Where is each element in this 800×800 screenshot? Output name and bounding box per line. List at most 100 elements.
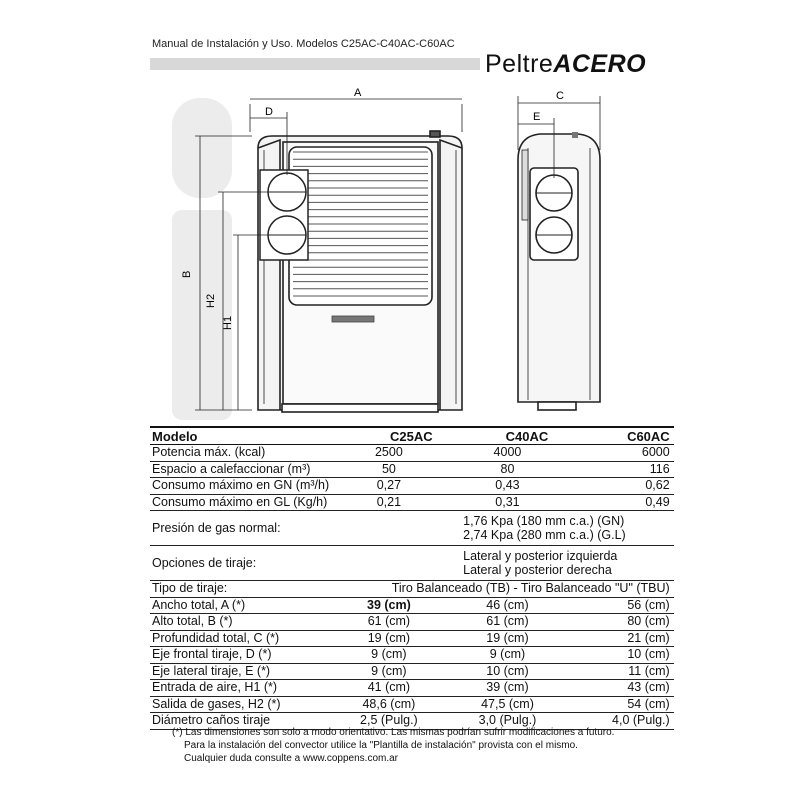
table-row: Entrada de aire, H1 (*)41 (cm)39 (cm)43 … xyxy=(150,679,674,697)
table-row: Salida de gases, H2 (*)48,6 (cm)47,5 (cm… xyxy=(150,696,674,713)
cell-c40: 19 (cm) xyxy=(446,630,569,647)
cell-c25: 39 (cm) xyxy=(331,597,447,614)
cell-c60: 80 (cm) xyxy=(568,613,674,631)
row-label: Potencia máx. (kcal) xyxy=(150,444,332,462)
cell-c25: 50 xyxy=(331,461,447,478)
cell-c25: 9 (cm) xyxy=(331,663,447,680)
cell-c25: 0,21 xyxy=(331,494,447,511)
row-label: Eje frontal tiraje, D (*) xyxy=(150,646,332,664)
cell-c25: 2500 xyxy=(331,444,447,462)
cell-c40: 46 (cm) xyxy=(446,597,569,614)
manual-title: Manual de Instalación y Uso. Modelos C25… xyxy=(152,38,455,50)
draft-options-row: Opciones de tiraje: Lateral y posterior … xyxy=(150,545,674,581)
front-draft-pipes xyxy=(259,169,309,261)
row-label: Salida de gases, H2 (*) xyxy=(150,696,332,713)
heater-diagram: A D B H2 H1 C E xyxy=(172,87,601,420)
row-label: Consumo máximo en GL (Kg/h) xyxy=(150,494,332,511)
brand-logo: PeltreACERO xyxy=(485,50,646,79)
header-rule xyxy=(150,58,480,70)
cell-c60: 4,0 (Pulg.) xyxy=(568,712,674,730)
header-model: Modelo xyxy=(150,426,332,445)
dim-label-e: E xyxy=(533,111,540,123)
gas-pressure-row: Presión de gas normal: 1,76 Kpa (180 mm … xyxy=(150,510,674,546)
cell-c40: 0,43 xyxy=(446,477,569,495)
cell-c40: 10 (cm) xyxy=(446,663,569,680)
cell-c40: 47,5 (cm) xyxy=(446,696,569,713)
cell-c60: 11 (cm) xyxy=(568,663,674,680)
cell-c60: 21 (cm) xyxy=(568,630,674,647)
cell-c60: 56 (cm) xyxy=(568,597,674,614)
front-grille xyxy=(293,151,428,297)
dim-label-b: B xyxy=(181,271,193,278)
footnote: (*) Las dimensiones son solo a modo orie… xyxy=(172,726,614,765)
cell-c25: 19 (cm) xyxy=(331,630,447,647)
header-c25: C25AC xyxy=(331,426,447,445)
header-c60: C60AC xyxy=(568,426,674,445)
cell-c40: 0,31 xyxy=(446,494,569,511)
row-label: Diámetro caños tiraje xyxy=(150,712,332,730)
draft-type-label: Tipo de tiraje: xyxy=(150,580,332,598)
brand-name-b: ACERO xyxy=(553,50,647,78)
cell-c60: 10 (cm) xyxy=(568,646,674,664)
dim-label-a: A xyxy=(354,87,362,99)
gas-pressure-values: 1,76 Kpa (180 mm c.a.) (GN) 2,74 Kpa (28… xyxy=(331,510,674,546)
row-label: Ancho total, A (*) xyxy=(150,597,332,614)
cell-c60: 54 (cm) xyxy=(568,696,674,713)
draft-type-row: Tipo de tiraje: Tiro Balanceado (TB) - T… xyxy=(150,580,674,598)
cell-c25: 61 (cm) xyxy=(331,613,447,631)
row-label: Espacio a calefaccionar (m³) xyxy=(150,461,332,478)
row-label: Alto total, B (*) xyxy=(150,613,332,631)
cell-c40: 61 (cm) xyxy=(446,613,569,631)
row-label: Eje lateral tiraje, E (*) xyxy=(150,663,332,680)
dim-label-h2: H2 xyxy=(205,294,217,308)
cell-c25: 41 (cm) xyxy=(331,679,447,697)
table-row: Eje lateral tiraje, E (*)9 (cm)10 (cm)11… xyxy=(150,663,674,680)
front-view xyxy=(257,130,463,413)
footnote-line-1: (*) Las dimensiones son solo a modo orie… xyxy=(172,727,615,738)
cell-c40: 9 (cm) xyxy=(446,646,569,664)
cell-c60: 0,49 xyxy=(568,494,674,511)
footnote-line-2: Para la instalación del convector utilic… xyxy=(184,740,578,751)
footnote-line-3: Cualquier duda consulte a www.coppens.co… xyxy=(184,753,399,764)
cell-c60: 116 xyxy=(568,461,674,478)
dim-label-h1: H1 xyxy=(222,316,234,330)
table-row: Ancho total, A (*)39 (cm)46 (cm)56 (cm) xyxy=(150,597,674,614)
dim-label-d: D xyxy=(265,106,273,118)
gas-pressure-gn: 1,76 Kpa (180 mm c.a.) (GN) xyxy=(463,514,625,528)
row-label: Entrada de aire, H1 (*) xyxy=(150,679,332,697)
spec-table: Modelo C25AC C40AC C60AC Potencia máx. (… xyxy=(150,426,674,730)
brand-name-a: Peltre xyxy=(485,50,554,78)
draft-options-label: Opciones de tiraje: xyxy=(150,545,332,581)
row-label: Consumo máximo en GN (m³/h) xyxy=(150,477,332,495)
table-row: Profundidad total, C (*)19 (cm)19 (cm)21… xyxy=(150,630,674,647)
background-watermark xyxy=(172,98,232,420)
cell-c60: 0,62 xyxy=(568,477,674,495)
header-c40: C40AC xyxy=(446,426,569,445)
table-row: Alto total, B (*)61 (cm)61 (cm)80 (cm) xyxy=(150,613,674,631)
cell-c40: 3,0 (Pulg.) xyxy=(446,712,569,730)
row-label: Profundidad total, C (*) xyxy=(150,630,332,647)
cell-c40: 4000 xyxy=(446,444,569,462)
side-dimension-lines xyxy=(517,96,601,178)
cell-c25: 2,5 (Pulg.) xyxy=(331,712,447,730)
gas-pressure-gl: 2,74 Kpa (280 mm c.a.) (G.L) xyxy=(463,528,626,542)
side-view xyxy=(517,132,601,411)
table-row: Eje frontal tiraje, D (*)9 (cm)9 (cm)10 … xyxy=(150,646,674,664)
gas-pressure-label: Presión de gas normal: xyxy=(150,510,332,546)
draft-option-right: Lateral y posterior derecha xyxy=(463,563,612,577)
cell-c25: 9 (cm) xyxy=(331,646,447,664)
front-dimension-lines xyxy=(195,98,463,411)
draft-options-values: Lateral y posterior izquierda Lateral y … xyxy=(331,545,674,581)
cell-c60: 43 (cm) xyxy=(568,679,674,697)
table-header-row: Modelo C25AC C40AC C60AC xyxy=(150,426,674,445)
cell-c40: 39 (cm) xyxy=(446,679,569,697)
cell-c60: 6000 xyxy=(568,444,674,462)
cell-c25: 0,27 xyxy=(331,477,447,495)
draft-option-left: Lateral y posterior izquierda xyxy=(463,549,618,563)
draft-type-value: Tiro Balanceado (TB) - Tiro Balanceado "… xyxy=(331,580,674,598)
